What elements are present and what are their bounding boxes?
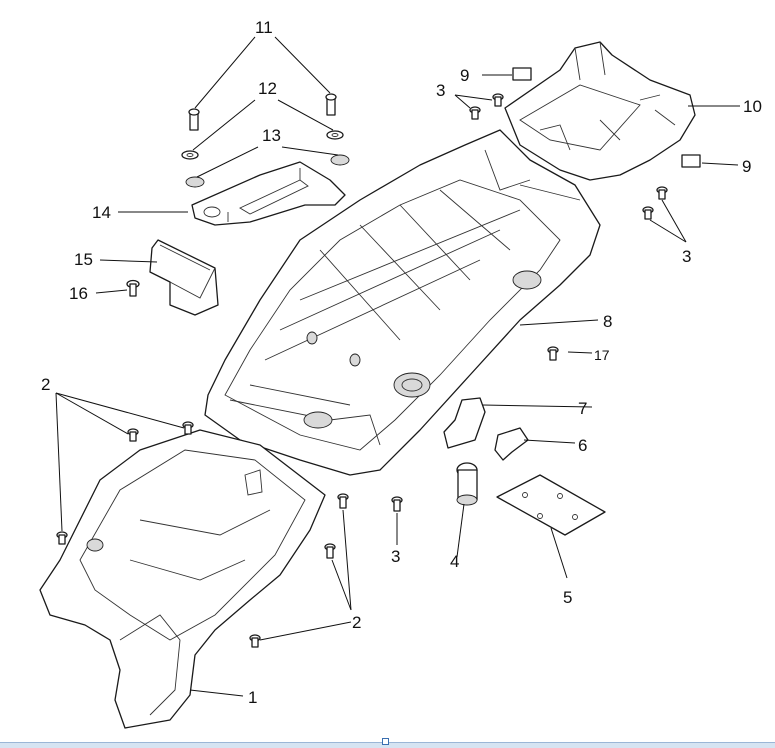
resize-handle[interactable] bbox=[382, 738, 389, 745]
callout-9-top: 9 bbox=[460, 66, 469, 85]
callout-12: 12 bbox=[258, 79, 277, 98]
part-1-front-fender bbox=[39, 429, 326, 729]
callout-1: 1 bbox=[248, 688, 257, 707]
callout-6: 6 bbox=[578, 436, 587, 455]
callout-14: 14 bbox=[92, 203, 111, 222]
part-10-rear-bracket bbox=[504, 41, 696, 181]
callout-10: 10 bbox=[743, 97, 762, 116]
part-3-screws bbox=[391, 93, 668, 512]
part-8-main-undertray bbox=[204, 129, 601, 476]
part-5-plate bbox=[496, 474, 606, 536]
callout-7: 7 bbox=[578, 399, 587, 418]
part-4-lock bbox=[456, 462, 478, 506]
part-6-clip bbox=[494, 427, 529, 461]
callout-16: 16 bbox=[69, 284, 88, 303]
callout-15: 15 bbox=[74, 250, 93, 269]
callout-3-right: 3 bbox=[682, 247, 691, 266]
part-14-bracket bbox=[191, 161, 346, 226]
callout-17: 17 bbox=[594, 347, 610, 363]
callout-2-left: 2 bbox=[41, 375, 50, 394]
callout-2-right: 2 bbox=[352, 613, 361, 632]
callout-13: 13 bbox=[262, 126, 281, 145]
part-15-bracket bbox=[149, 239, 219, 316]
hardware-11-12-13 bbox=[181, 93, 350, 188]
part-16-screw bbox=[126, 279, 140, 297]
callout-4: 4 bbox=[450, 552, 459, 571]
callout-11: 11 bbox=[255, 18, 273, 37]
part-9-clip-right bbox=[681, 154, 701, 168]
leader-lines bbox=[55, 36, 740, 697]
callout-labels: 1 2 2 3 3 3 4 5 6 7 8 9 9 10 11 12 13 14… bbox=[41, 18, 762, 707]
callout-3-bottom: 3 bbox=[391, 547, 400, 566]
callout-3-top: 3 bbox=[436, 81, 445, 100]
part-7-bracket bbox=[443, 397, 486, 449]
callout-9-right: 9 bbox=[742, 157, 751, 176]
part-17-fastener bbox=[547, 346, 559, 361]
part-9-clip-top bbox=[512, 67, 532, 81]
part-2-screws bbox=[56, 421, 349, 648]
callout-5: 5 bbox=[563, 588, 572, 607]
callout-8: 8 bbox=[603, 312, 612, 331]
